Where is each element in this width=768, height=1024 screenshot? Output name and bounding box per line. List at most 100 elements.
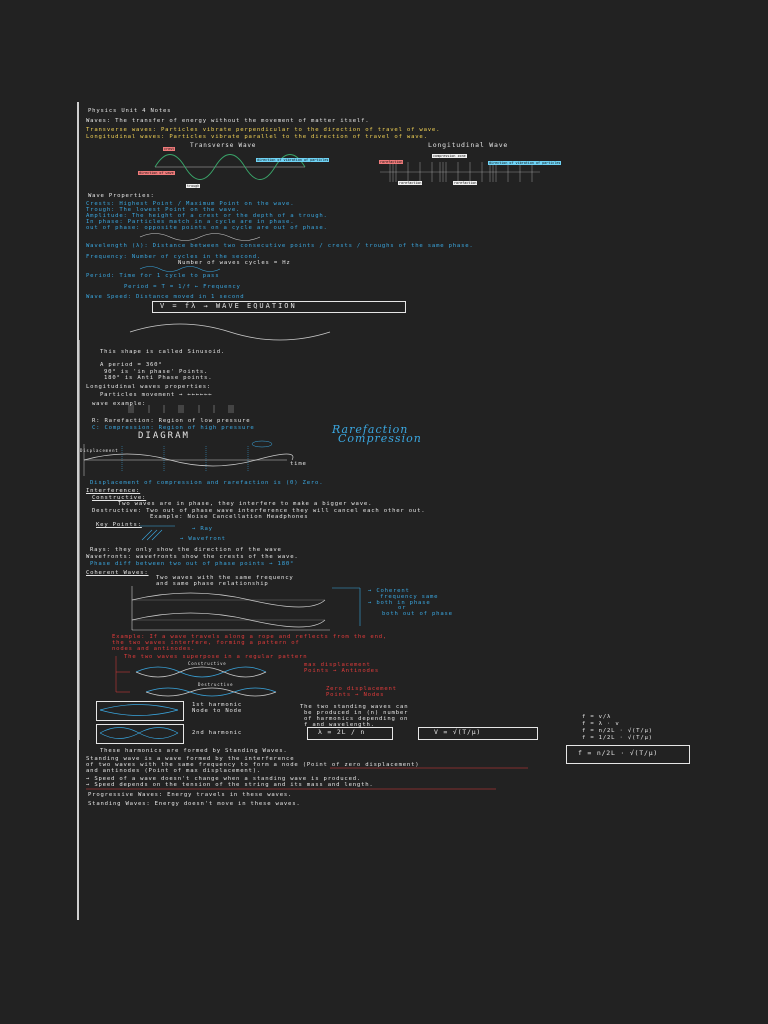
f-formula-4: f = 1/2L · √(T/μ) [582, 735, 653, 741]
transverse-direction-tag: direction of vibration of particles [256, 158, 330, 162]
longitudinal-particles: Particles movement → ←←←←←← [100, 392, 213, 398]
period-formula: Period = T = 1/f ← Frequency [124, 284, 241, 290]
property-frequency: Frequency: Number of cycles in the secon… [86, 254, 262, 260]
standing-note-3: of harmonics depending on [304, 716, 409, 722]
standing-line-1: These harmonics are formed by Standing W… [100, 748, 288, 754]
max-displacement-line-1: max displacement [304, 662, 371, 668]
property-wave-speed: Wave Speed: Distance moved in 1 second [86, 294, 245, 300]
zero-displacement-line-1: Zero displacement [326, 686, 397, 692]
property-crest: Crests: Highest Point / Maximum Point on… [86, 201, 295, 207]
rarefaction-definition: R: Rarefaction: Region of low pressure [92, 418, 251, 424]
f-formula-1: f = v/λ [582, 714, 612, 720]
displacement-note: Displacement of compression and rarefact… [90, 480, 324, 486]
wavelength-sketch [139, 233, 261, 241]
coherent-label-4: or [398, 605, 407, 611]
velocity-formula: V = √(T/μ) [434, 728, 482, 736]
standing-waves-note: Standing Waves: Energy doesn't move in t… [88, 801, 301, 807]
speed-underline [86, 788, 496, 790]
destructive-small-label: Destructive [198, 682, 234, 687]
first-harmonic-sketch [99, 704, 179, 716]
coherent-label-5: both out of phase [382, 611, 453, 617]
standing-note-2: be produced in (n) number [304, 710, 409, 716]
compression-tag: compression zone [432, 154, 467, 158]
property-wavelength: Wavelength (λ): Distance between two con… [86, 243, 474, 249]
second-harmonic-sketch [99, 727, 179, 739]
f-formula-boxed: f = n/2L · √(T/μ) [578, 749, 659, 757]
wavefront-label: → Wavefront [180, 536, 226, 542]
time-axis-label: time [290, 461, 307, 467]
zero-displacement-line-2: Points → Nodes [326, 692, 385, 698]
rarefaction-tag-bottom-right: rarefaction [453, 181, 478, 185]
progressive-waves-note: Progressive Waves: Energy travels in the… [88, 792, 293, 798]
frequency-unit: Number of waves cycles = Hz [178, 260, 291, 266]
standing-line-3: of two waves with the same frequency to … [86, 762, 420, 768]
first-harmonic-note: Node to Node [192, 708, 243, 714]
transverse-definition: Transverse waves: Particles vibrate perp… [86, 127, 441, 133]
f-formula-2: f = λ · v [582, 721, 620, 727]
longitudinal-properties-heading: Longitudinal waves properties: [86, 384, 212, 390]
second-harmonic-label: 2nd harmonic [192, 730, 243, 736]
displacement-diagram [83, 440, 294, 476]
speed-note-2: → Speed depends on the tension of the st… [86, 782, 374, 788]
constructive-heading: Constructive: [92, 495, 147, 501]
standing-example-line-1: Example: If a wave travels along a rope … [112, 634, 388, 640]
longitudinal-example-sketch [128, 405, 234, 413]
rarefaction-tag-left: rarefaction [379, 160, 404, 164]
speed-note-1: → Speed of a wave doesn't change when a … [86, 776, 362, 782]
noise-cancellation-example: Example: Noise Cancellation Headphones [150, 514, 309, 520]
standing-example-line-3: nodes and antinodes. [112, 646, 196, 652]
first-harmonic-label: 1st harmonic [192, 702, 243, 708]
standing-example-line-4: The two waves superpose in a regular pat… [124, 654, 308, 660]
wave-equation-box [152, 301, 406, 313]
wave-equation: V = fλ → WAVE EQUATION [160, 302, 297, 310]
coherent-label-2: frequency same [380, 594, 439, 600]
property-in-phase: In phase: Particles match in a cycle are… [86, 219, 295, 225]
trough-tag: trough [186, 184, 201, 188]
wave-definition: Waves: The transfer of energy without th… [86, 118, 370, 124]
rarefaction-tag-bottom-left: rarefaction [398, 181, 423, 185]
wavefronts-note: Wavefronts: wavefronts show the crests o… [86, 554, 299, 560]
coherent-label-3: → both in phase [368, 600, 431, 606]
first-harmonic-box [96, 701, 184, 721]
crest-tag: crest [163, 147, 176, 151]
key-points-heading: Key Points: [96, 522, 142, 528]
page-margin-line-secondary [79, 340, 80, 740]
compression-script-label: Compression [338, 432, 422, 445]
rays-sketch [140, 525, 175, 541]
property-amplitude: Amplitude: The height of a crest or the … [86, 213, 328, 219]
second-harmonic-box [96, 724, 184, 744]
property-out-of-phase: out of phase: opposite points on a cycle… [86, 225, 328, 231]
constructive-small-label: Constructive [188, 661, 227, 666]
constructive-definition: Two waves are in phase, they interfere t… [118, 501, 373, 507]
longitudinal-example: wave example: [92, 401, 147, 407]
standing-note-4: f and wavelength. [304, 722, 375, 728]
property-trough: Trough: The lowest Point on the wave. [86, 207, 241, 213]
ray-label: → Ray [192, 526, 213, 532]
page-margin-line [77, 102, 79, 920]
property-period: Period: Time for 1 cycle to pass [86, 273, 220, 279]
longitudinal-wave-label: Longitudinal Wave [428, 141, 509, 149]
phase-90: 90° is 'in phase' Points. [104, 369, 209, 375]
longitudinal-wave-diagram [380, 162, 540, 182]
period-360: A period = 360° [100, 362, 163, 368]
f-formula-box [566, 745, 690, 764]
displacement-axis-label: Displacement [80, 448, 119, 453]
lambda-formula: λ = 2L / n [318, 728, 366, 736]
standing-underline [330, 767, 528, 769]
compression-definition: C: Compression: Region of high pressure [92, 425, 255, 431]
longitudinal-direction-tag: direction of vibration of particles [488, 161, 562, 165]
transverse-wave-label: Transverse Wave [190, 142, 257, 149]
page-title: Physics Unit 4 Notes [88, 108, 172, 114]
rays-note: Rays: they only show the direction of th… [90, 547, 282, 553]
phase-180: 180° is Anti Phase points. [104, 375, 213, 381]
coherent-waves-heading: Coherent Waves: [86, 570, 149, 576]
standing-example-line-2: the two waves interfere, forming a patte… [112, 640, 300, 646]
standing-wave-diagram [115, 656, 277, 697]
phase-difference-note: Phase diff between two out of phase poin… [90, 561, 295, 567]
longitudinal-definition: Longitudinal waves: Particles vibrate pa… [86, 134, 428, 140]
standing-line-2: Standing wave is a wave formed by the in… [86, 756, 295, 762]
coherent-label-1: → Coherent [368, 588, 410, 594]
diagram-label: DIAGRAM [138, 431, 190, 441]
coherent-def-line-2: and same phase relationship [156, 581, 269, 587]
